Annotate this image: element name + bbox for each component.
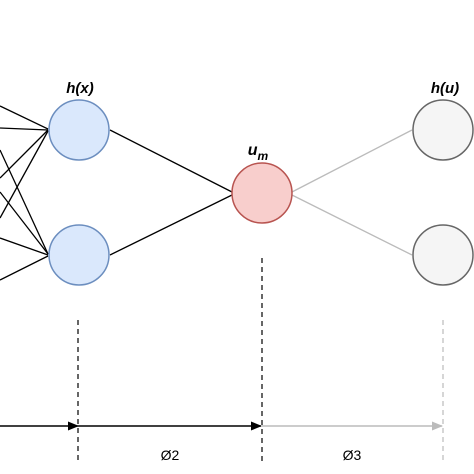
edge xyxy=(0,129,49,179)
latent-label-subscript: m xyxy=(258,149,269,163)
decoder-layer-label: h(u) xyxy=(431,80,459,97)
decoder-node-bottom xyxy=(412,224,474,286)
edge xyxy=(291,129,413,193)
hidden-node-top xyxy=(48,99,110,161)
hidden-node-bottom xyxy=(48,224,110,286)
edge xyxy=(0,191,49,255)
edge xyxy=(0,149,49,255)
latent-label: um xyxy=(248,142,269,163)
phase-3-label: Ø3 xyxy=(343,447,362,463)
latent-to-decoder-edges xyxy=(291,129,413,256)
edge xyxy=(0,237,49,256)
phase-separators xyxy=(77,258,444,462)
latent-node xyxy=(231,162,293,224)
latent-label-main: u xyxy=(248,142,258,159)
hidden-to-latent-edges xyxy=(109,129,233,256)
phase-2-label: Ø2 xyxy=(161,447,180,463)
decoder-node-top xyxy=(412,99,474,161)
edge xyxy=(0,255,49,281)
input-edges xyxy=(0,105,49,281)
hidden-layer-label: h(x) xyxy=(66,80,94,97)
edge xyxy=(0,105,49,130)
edge xyxy=(291,194,413,256)
edge xyxy=(109,129,233,193)
edge xyxy=(0,127,49,131)
edge xyxy=(109,194,233,256)
edge xyxy=(0,130,49,219)
